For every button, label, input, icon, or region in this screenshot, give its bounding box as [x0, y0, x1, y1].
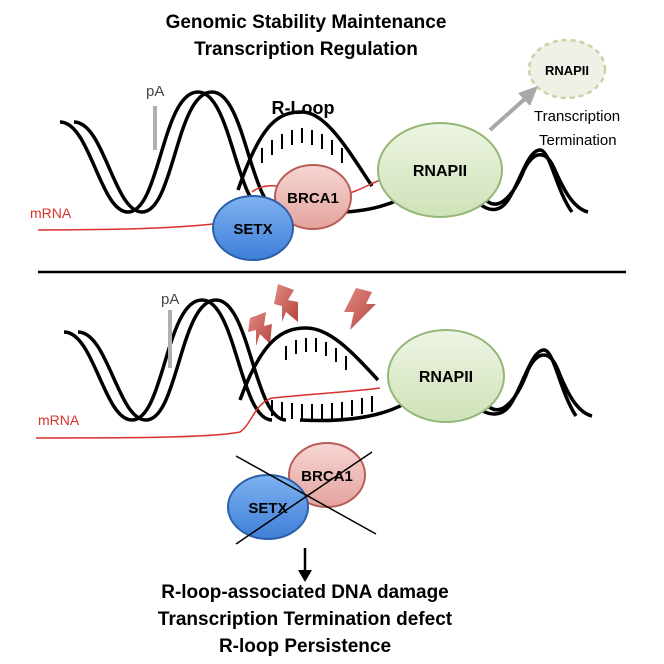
- rloop-hatch-lower-bottom: [271, 396, 373, 420]
- termination-label-line-2: Termination: [539, 132, 617, 149]
- rnapii-label-top: RNAPII: [413, 163, 467, 180]
- setx-node-bottom: [227, 474, 309, 540]
- brca1-label-bottom: BRCA1: [301, 468, 353, 485]
- cross-out-line-2: [235, 451, 373, 545]
- dna-strand-b-top: [73, 90, 283, 214]
- outcome-line-2: Transcription Termination defect: [158, 609, 453, 630]
- rloop-hatch-upper-bottom: [285, 338, 347, 370]
- outcome-arrow-head: [298, 570, 312, 582]
- rloop-label: R-Loop: [272, 98, 335, 118]
- dna-strand-b-bottom: [77, 298, 287, 422]
- dna-strand-right-bottom: [299, 402, 405, 423]
- damage-lightning-right: [344, 288, 376, 330]
- outcome-line-3: R-loop Persistence: [219, 636, 391, 657]
- rnapii-label-bottom: RNAPII: [419, 369, 473, 386]
- rloop-arch-bottom: [238, 326, 380, 401]
- dna-strand-a-bottom: [63, 298, 273, 422]
- release-arrow: [488, 94, 530, 132]
- header-line-1: Genomic Stability Maintenance: [166, 12, 447, 33]
- setx-label-top: SETX: [233, 221, 272, 238]
- termination-label-line-1: Transcription: [534, 108, 620, 125]
- dna-strand-far-right-b-bottom: [486, 353, 593, 418]
- cross-out-line-1: [235, 455, 377, 535]
- header-line-2: Transcription Regulation: [194, 39, 418, 60]
- dna-strand-a-top: [59, 90, 269, 214]
- rloop-arch-top: [236, 110, 374, 191]
- top-panel: RNAPII Transcription Termination mRNA: [30, 38, 620, 261]
- released-rnapii-node: [527, 38, 607, 100]
- mrna-label-top: mRNA: [30, 205, 72, 221]
- brca1-label-top: BRCA1: [287, 190, 339, 207]
- released-rnapii-label: RNAPII: [545, 63, 589, 78]
- rloop-hatch-top: [261, 128, 343, 163]
- pa-label-bottom: pA: [161, 291, 179, 308]
- rnapii-node-top: [377, 122, 503, 218]
- mrna-strand-bottom: [35, 387, 381, 439]
- release-arrow-head: [518, 86, 538, 106]
- damage-lightning-middle: [274, 284, 298, 322]
- damage-lightning-left: [248, 312, 272, 346]
- mrna-label-bottom: mRNA: [38, 412, 80, 428]
- setx-node-top: [212, 195, 294, 261]
- bottom-panel: mRNA pA RNAPII BRCA1 SETX: [35, 284, 593, 582]
- rnapii-node-bottom: [387, 329, 505, 423]
- setx-label-bottom: SETX: [248, 500, 287, 517]
- dna-strand-far-right-b-top: [484, 153, 589, 214]
- pa-label-top: pA: [146, 83, 164, 100]
- brca1-node-top: [274, 164, 352, 230]
- outcome-line-1: R-loop-associated DNA damage: [161, 582, 449, 603]
